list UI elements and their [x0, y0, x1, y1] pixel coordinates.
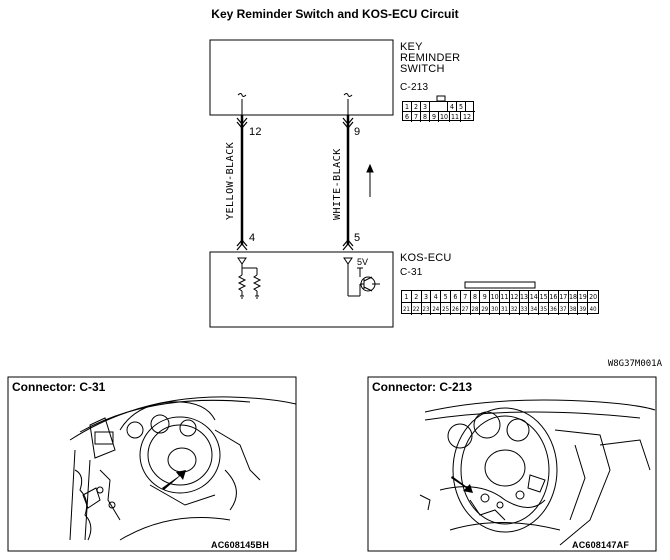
key-switch-box [209, 39, 394, 116]
ecu-supply-voltage: 5V [357, 257, 369, 267]
pin: 26 [451, 303, 461, 315]
pin: 18 [568, 291, 579, 302]
c213-pin-diagram: 1 2 3 4 5 6 7 8 9 10 11 12 [402, 101, 475, 122]
pin: 25 [441, 303, 451, 315]
pin: 2 [412, 102, 421, 111]
pin: 11 [500, 291, 510, 302]
pin: 40 [589, 305, 597, 313]
pin: 3 [422, 291, 432, 302]
pin: 29 [480, 303, 491, 315]
pin: 27 [461, 303, 471, 315]
pin: 38 [569, 303, 579, 315]
c31-pointer-arrow [162, 470, 186, 490]
pin: 13 [519, 291, 530, 302]
wire1-bottom-pin: 4 [249, 232, 256, 244]
pin: 21 [402, 303, 412, 315]
pin: 6 [403, 112, 412, 122]
ecu-pull-resistors [237, 257, 262, 299]
pin: 1 [403, 102, 412, 111]
pin: 11 [450, 112, 461, 122]
pin: 3 [421, 102, 430, 111]
dashboard-illustration-c213 [419, 399, 656, 546]
wire1-top-pin: 12 [249, 126, 262, 138]
wire-yellow-black [236, 93, 248, 251]
pin: 8 [471, 291, 481, 302]
pin: 2 [412, 291, 422, 302]
pin: 36 [549, 303, 559, 315]
c213-pointer-arrow [451, 476, 473, 493]
pin: 9 [480, 291, 491, 302]
wire2-color-label: WHITE-BLACK [332, 148, 343, 220]
wire2-top-pin: 9 [354, 126, 361, 138]
c213-view-heading: Connector: C-213 [372, 380, 473, 394]
c31-frame [7, 376, 297, 552]
c31-view-heading: Connector: C-31 [12, 380, 106, 394]
c213-view-code: AC608147AF [572, 540, 630, 550]
current-arrow [366, 163, 374, 197]
pin: 28 [471, 303, 481, 315]
c31-view-code: AC608145BH [211, 540, 270, 550]
pin: 20 [589, 292, 598, 301]
pin: 10 [490, 291, 500, 302]
diagram-title: Key Reminder Switch and KOS-ECU Circuit [211, 7, 459, 21]
pin: 31 [500, 303, 510, 315]
pin: 6 [451, 291, 461, 302]
pin: 17 [559, 291, 569, 302]
pin: 39 [578, 303, 589, 315]
pin: 4 [431, 291, 442, 302]
pin: 10 [439, 112, 450, 122]
ecu-name: KOS-ECU [400, 252, 452, 264]
diagram-code: W8G37M001A [607, 359, 662, 369]
pin: 4 [448, 102, 457, 111]
ecu-connector-id: C-31 [400, 267, 423, 278]
pin: 22 [412, 303, 422, 315]
wire-white-black [342, 93, 354, 251]
pin: 5 [457, 102, 466, 111]
pin: 5 [441, 291, 451, 302]
pin: 19 [578, 291, 589, 302]
key-switch-name: KEY REMINDER SWITCH [400, 41, 461, 75]
pin: 16 [549, 291, 559, 302]
pin: 35 [539, 303, 549, 315]
pin: 8 [421, 112, 430, 122]
pin: 37 [559, 303, 569, 315]
pin: 12 [462, 113, 471, 121]
c213-frame [367, 376, 657, 552]
ecu-box [209, 251, 394, 328]
pin: 7 [412, 112, 421, 122]
key-switch-connector-id: C-213 [400, 82, 429, 93]
pin: 7 [461, 291, 471, 302]
pin: 34 [529, 303, 540, 315]
wire2-bottom-pin: 5 [354, 232, 361, 244]
pin: 30 [490, 303, 500, 315]
pin: 1 [402, 291, 412, 302]
pin [430, 102, 448, 111]
dashboard-illustration-c31 [69, 396, 297, 541]
wire1-color-label: YELLOW-BLACK [225, 141, 236, 220]
pin: 33 [520, 303, 530, 315]
pin: 23 [422, 303, 432, 315]
pin: 15 [539, 291, 549, 302]
pin: 12 [510, 291, 520, 302]
pin: 32 [510, 303, 520, 315]
pin: 14 [529, 291, 540, 302]
pin: 24 [431, 303, 442, 315]
ecu-input-transistor [343, 257, 380, 297]
pin: 9 [430, 112, 439, 122]
